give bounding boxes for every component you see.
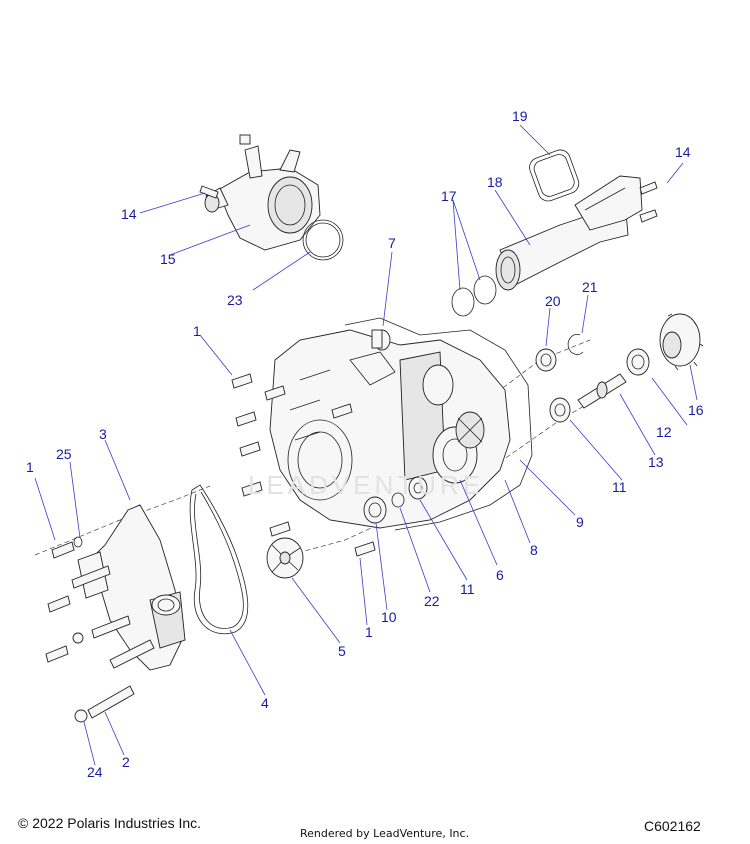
pump-cover-gasket bbox=[189, 484, 249, 634]
callout-11-center: 11 bbox=[460, 581, 475, 597]
callout-13: 13 bbox=[648, 454, 664, 470]
callout-12: 12 bbox=[656, 424, 672, 440]
callout-3: 3 bbox=[99, 426, 107, 442]
seal-11-center bbox=[408, 476, 428, 500]
callout-23: 23 bbox=[227, 292, 243, 308]
pump-cover-bolts bbox=[45, 536, 155, 723]
bolt-14-left bbox=[199, 185, 219, 199]
leader-lines bbox=[34, 124, 698, 766]
cover-bolts bbox=[231, 373, 376, 557]
bolts-14-right bbox=[639, 181, 658, 223]
circlip-21 bbox=[567, 334, 584, 355]
impeller bbox=[266, 537, 304, 579]
breather-fitting bbox=[371, 329, 391, 351]
callout-20: 20 bbox=[545, 293, 561, 309]
copyright-text: © 2022 Polaris Industries Inc. bbox=[18, 815, 202, 831]
callout-1-bottom: 1 bbox=[365, 624, 373, 640]
callout-11-right: 11 bbox=[612, 479, 627, 495]
callout-19: 19 bbox=[512, 108, 528, 124]
callout-15: 15 bbox=[160, 251, 176, 267]
watermark-text: LEADVENTURE bbox=[248, 470, 484, 500]
callout-22: 22 bbox=[424, 593, 440, 609]
driven-gear-16 bbox=[659, 313, 704, 371]
callout-24: 24 bbox=[87, 764, 103, 780]
seal-10 bbox=[363, 496, 387, 524]
pipe-orings bbox=[451, 275, 497, 317]
callout-7: 7 bbox=[388, 235, 396, 251]
callout-17: 17 bbox=[441, 188, 457, 204]
thermostat-oring bbox=[302, 219, 344, 261]
callout-25: 25 bbox=[56, 446, 72, 462]
callout-14-left: 14 bbox=[121, 206, 137, 222]
callout-2: 2 bbox=[122, 754, 130, 770]
washer-22 bbox=[391, 492, 405, 508]
callout-8: 8 bbox=[530, 542, 538, 558]
water-pump-cover bbox=[77, 504, 186, 671]
water-pump-gear bbox=[455, 411, 485, 449]
callout-1-top: 1 bbox=[193, 323, 201, 339]
bearing-12 bbox=[626, 348, 650, 376]
thermostat-housing bbox=[204, 134, 321, 251]
callout-14-right: 14 bbox=[675, 144, 691, 160]
pump-shaft-13 bbox=[577, 373, 627, 409]
callout-9: 9 bbox=[576, 514, 584, 530]
seal-11-right bbox=[549, 397, 571, 423]
callout-6: 6 bbox=[496, 567, 504, 583]
bearing-20 bbox=[535, 348, 557, 372]
rendered-by-text: Rendered by LeadVenture, Inc. bbox=[300, 827, 470, 840]
coolant-pipe bbox=[495, 175, 643, 291]
diagram-code: C602162 bbox=[644, 818, 701, 834]
callout-4: 4 bbox=[261, 695, 269, 711]
pipe-gasket bbox=[529, 149, 580, 202]
callout-5: 5 bbox=[338, 643, 346, 659]
callout-10: 10 bbox=[381, 609, 397, 625]
callout-21: 21 bbox=[582, 279, 598, 295]
callout-labels: 19 14 14 18 17 7 15 23 20 21 1 16 12 13 … bbox=[26, 108, 704, 780]
callout-18: 18 bbox=[487, 174, 503, 190]
callout-16: 16 bbox=[688, 402, 704, 418]
callout-1-left: 1 bbox=[26, 459, 34, 475]
